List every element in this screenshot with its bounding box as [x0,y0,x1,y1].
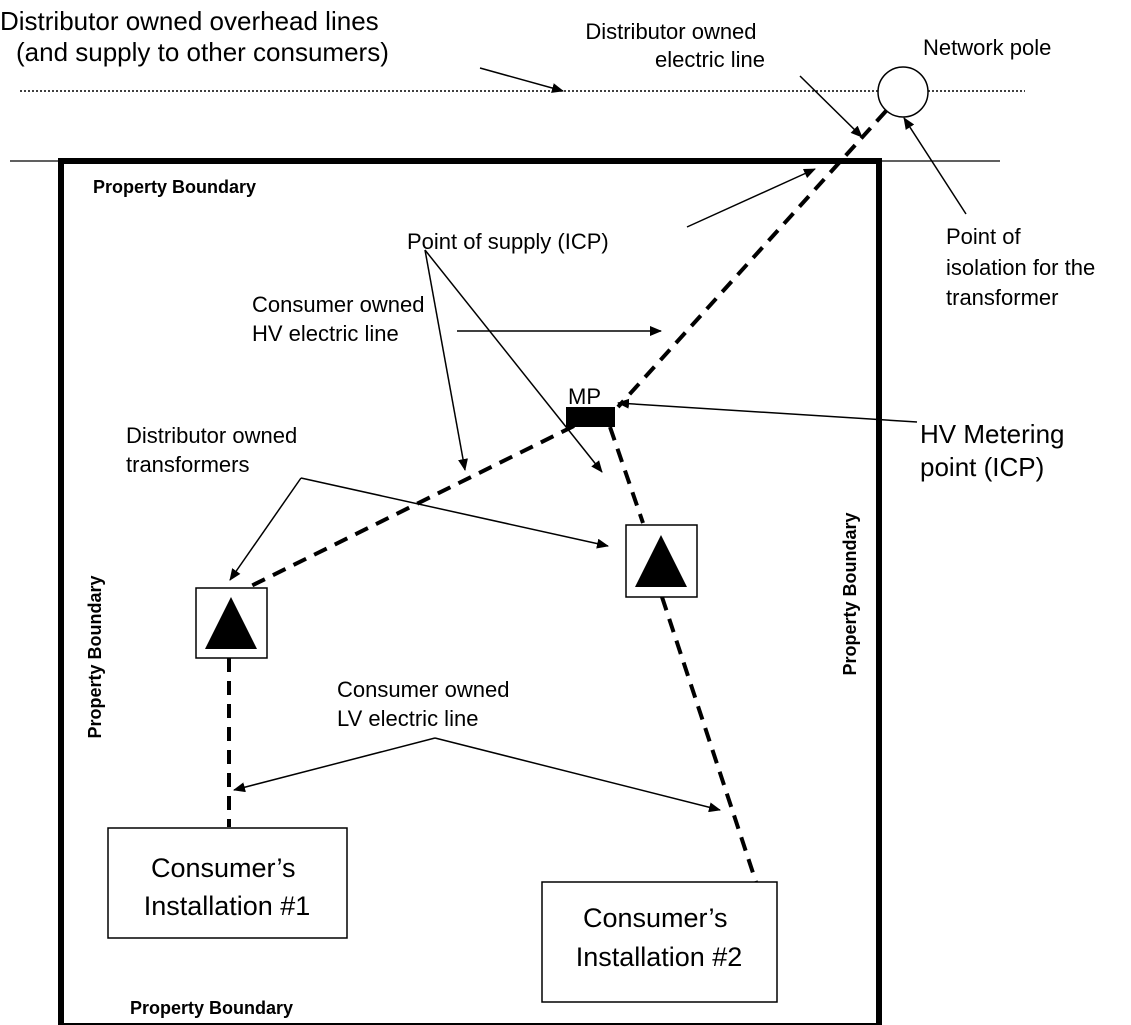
overhead-lines-label: Distributor owned overhead lines (and su… [0,6,389,67]
network-pole [877,66,929,118]
arrow-hv-2 [424,249,468,471]
arrow-distributor-line [799,75,863,138]
network-pole-label: Network pole [923,35,1051,60]
hv-line-supply [616,109,888,409]
arrow-isolation [903,117,967,215]
isolation-label: Point of isolation for the transformer [946,224,1101,310]
arrow-lv-2 [434,737,721,813]
arrow-overhead [479,67,564,93]
lv-line-label: Consumer owned LV electric line [337,677,516,731]
hv-line-label: Consumer owned HV electric line [252,292,431,346]
arrow-point-of-supply [686,168,816,228]
installation-2-box [541,881,778,1003]
distributor-line-label: Distributor owned electric line [585,19,765,72]
metering-point-label: HV Metering point (ICP) [920,419,1072,482]
property-boundary-top: Property Boundary [93,177,256,197]
arrow-transformer-2 [300,477,609,549]
mp-label: MP [568,384,601,409]
installation-2-label: Consumer’s Installation #2 [576,903,743,972]
arrow-metering [617,398,918,423]
dashed-lines [227,109,888,883]
property-boundary-bottom: Property Boundary [130,998,293,1018]
transformer-1-triangle-icon [205,597,257,649]
transformer-2-triangle-icon [635,535,687,587]
transformers-label: Distributor owned transformers [126,423,303,477]
hv-line-to-transformer-2 [608,426,645,524]
installation-1-box [107,827,348,939]
lv-line-installation-2 [660,596,758,883]
point-of-supply-label: Point of supply (ICP) [407,229,609,254]
property-boundary-right: Property Boundary [840,512,860,675]
arrow-transformer-1 [229,477,302,581]
property-boundary-left: Property Boundary [85,575,105,738]
installation-1-label: Consumer’s Installation #1 [144,853,311,921]
arrows [229,67,967,813]
property-boundary [58,158,882,1025]
arrow-hv-3 [424,249,603,473]
hv-line-to-transformer-1 [246,424,575,590]
arrow-lv-1 [233,737,436,793]
metering-point-block [566,407,615,427]
